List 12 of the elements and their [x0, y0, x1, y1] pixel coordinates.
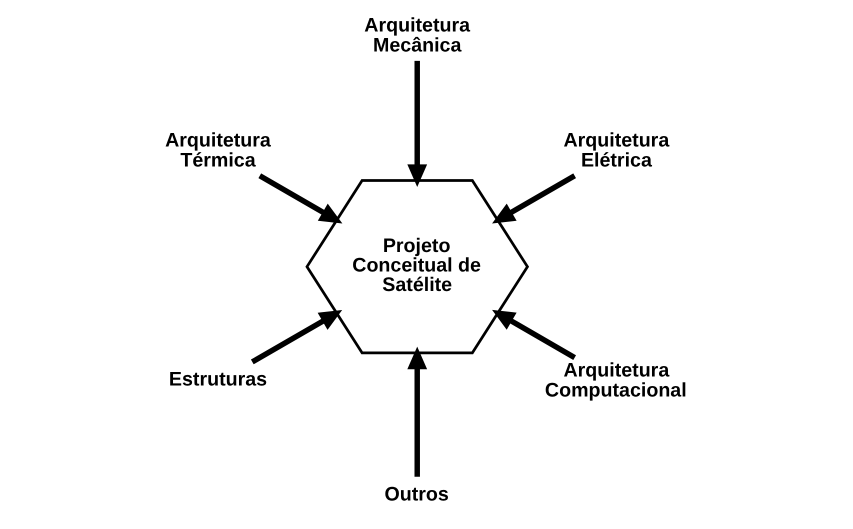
node-text: Arquitetura Mecânica	[364, 14, 470, 56]
node-text: Arquitetura Elétrica	[563, 130, 670, 172]
arrow	[492, 310, 576, 360]
arrow	[407, 346, 428, 477]
arrow	[407, 60, 428, 187]
node-text: Outros	[384, 483, 449, 506]
node-text: Arquitetura Térmica	[165, 130, 271, 172]
node-text: Arquitetura Computacional	[544, 360, 687, 402]
arrow	[258, 173, 342, 224]
arrow	[250, 310, 342, 364]
node-text: Estruturas	[168, 368, 268, 390]
arrow	[492, 173, 576, 224]
